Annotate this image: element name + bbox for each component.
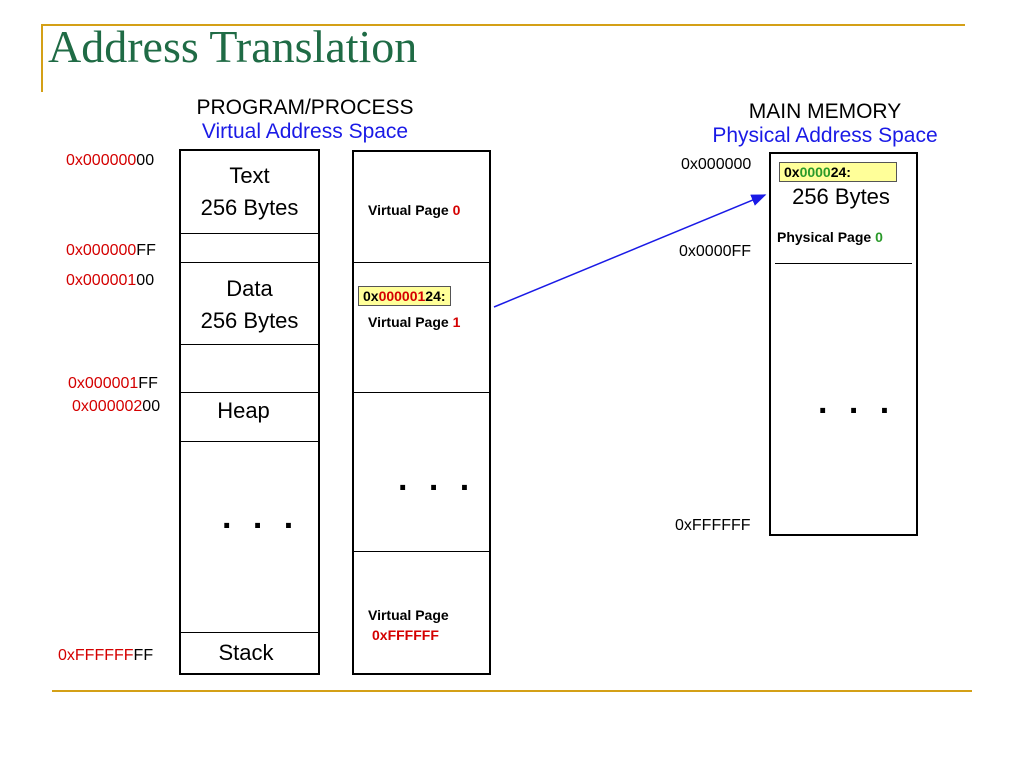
segment-divider [181,632,318,633]
memory-header-title: MAIN MEMORY [748,100,902,123]
slide-title: Address Translation [48,21,418,72]
physical-page-size: 256 Bytes [792,184,890,209]
program-header-subtitle: Virtual Address Space [201,120,409,144]
text-segment: Text 256 Bytes [181,160,318,224]
segment-divider [181,344,318,345]
process-segments-column [179,149,320,675]
virtual-page-ellipsis: . . . [398,460,476,498]
memory-header-subtitle: Physical Address Space [712,124,938,148]
virtual-page-last-number: 0xFFFFFF [372,627,439,643]
physical-ellipsis: . . . [818,383,896,421]
text-segment-name: Text [229,163,270,188]
data-segment: Data 256 Bytes [181,273,318,337]
virtual-address-highlight: 0x00000124: [358,286,451,306]
physical-address-highlight: 0x000024: [779,162,897,182]
physical-page-0-label: Physical Page 0 [777,229,883,245]
program-header: PROGRAM/PROCESS Virtual Address Space [160,96,450,144]
heap-segment: Heap [217,398,270,423]
segment-divider [181,441,318,442]
page-divider [354,262,489,263]
vaddr-label: 0x00000000 [66,152,155,169]
top-rule [43,24,965,26]
stack-segment: Stack [218,640,274,665]
virtual-page-last-label: Virtual Page [368,607,449,623]
program-header-title: PROGRAM/PROCESS [196,96,414,119]
vaddr-label: 0x00000200 [72,398,161,415]
paddr-label-top: 0x000000 [681,156,752,173]
paddr-label-bottom: 0xFFFFFF [675,517,751,534]
data-segment-size: 256 Bytes [200,308,299,333]
title-accent-bar [41,24,43,92]
segment-divider [181,262,318,263]
bottom-rule [52,690,972,692]
page-divider [354,392,489,393]
virtual-page-1-label: Virtual Page 1 [368,314,461,330]
virtual-page-0-label: Virtual Page 0 [368,202,461,218]
vaddr-label: 0x000001FF [68,375,158,392]
vaddr-label: 0xFFFFFFFF [58,647,154,664]
vaddr-label: 0x000000FF [66,242,156,259]
segment-ellipsis: . . . [222,498,300,536]
page-divider [354,551,489,552]
segment-divider [181,392,318,393]
virtual-pages-column [352,150,491,675]
vaddr-label: 0x00000100 [66,272,155,289]
text-segment-size: 256 Bytes [200,195,299,220]
data-segment-name: Data [226,276,273,301]
memory-header: MAIN MEMORY Physical Address Space [680,100,970,148]
physical-page-divider [775,263,912,264]
paddr-label-page-end: 0x0000FF [679,243,752,260]
segment-divider [181,233,318,234]
physical-memory-column [769,152,918,536]
translation-arrow-line [493,194,767,308]
